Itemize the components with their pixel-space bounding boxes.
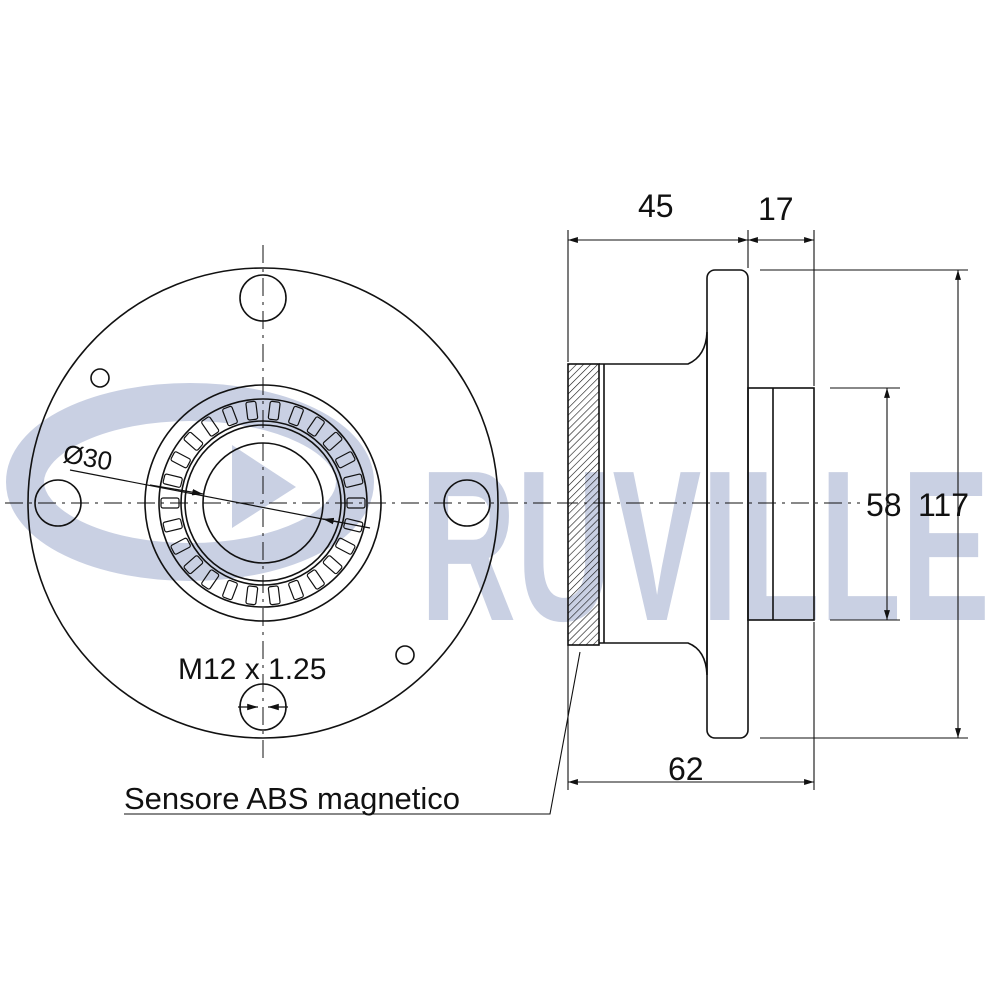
bearing-roller	[170, 451, 191, 469]
bearing-roller	[288, 405, 304, 427]
dim-label-117: 117	[918, 487, 969, 523]
dim-label-17: 17	[758, 191, 794, 227]
brand-logo-arrow-icon	[232, 445, 296, 528]
small-hole-upper	[90, 368, 110, 388]
brand-watermark: RUVILLE	[6, 383, 990, 666]
bearing-roller	[245, 400, 259, 421]
bearing-roller	[306, 569, 325, 590]
hub-spigot	[747, 387, 815, 621]
bearing-seal-ring	[184, 424, 342, 582]
bearing-rollers	[160, 400, 366, 606]
bearing-roller	[267, 585, 281, 606]
bearing-roller	[335, 451, 356, 469]
dim-label-58: 58	[866, 487, 902, 523]
flange-outline	[27, 267, 499, 739]
bearing-roller	[160, 497, 180, 509]
dim-label-45: 45	[638, 188, 674, 224]
bearing-roller	[183, 431, 204, 451]
hub-side-view	[560, 269, 860, 739]
bearing-roller	[335, 537, 356, 555]
bearing-roller	[267, 400, 281, 421]
bearing-roller	[322, 431, 343, 451]
bearing-race-outer	[158, 398, 368, 608]
bearing-roller	[306, 416, 325, 437]
hub-front-view	[5, 245, 560, 760]
bearing-roller	[170, 537, 191, 555]
bearing-roller	[222, 579, 238, 601]
bore-diameter-dimension	[69, 469, 371, 529]
small-hole-lower	[395, 645, 415, 665]
bearing-roller	[201, 569, 220, 590]
bearing-roller	[222, 405, 238, 427]
bolt-hole-top	[239, 274, 287, 322]
bearing-roller	[162, 518, 183, 533]
bolt-hole-right	[443, 479, 491, 527]
sensor-leader	[124, 651, 581, 815]
bearing-roller	[201, 416, 220, 437]
bearing-roller	[322, 555, 343, 575]
bore-label: Ø30	[61, 438, 115, 476]
thread-label: M12 x 1.25	[178, 653, 326, 686]
bearing-race-inner	[180, 420, 346, 586]
bolt-hole-left	[34, 479, 82, 527]
bearing-roller	[343, 473, 364, 488]
bore-arrow-right	[322, 517, 371, 529]
brand-logo-icon	[6, 383, 374, 581]
sensor-leader-line	[124, 651, 581, 815]
bearing-roller	[346, 497, 366, 509]
bearing-roller	[162, 473, 183, 488]
side-view-dimensions	[567, 230, 968, 790]
sensor-label: Sensore ABS magnetico	[124, 781, 460, 816]
bearing-outer-ring	[144, 384, 382, 622]
dim-label-62: 62	[668, 751, 704, 787]
brand-name: RUVILLE	[420, 425, 990, 666]
abs-sensor-ring	[567, 363, 600, 646]
bearing-roller	[183, 555, 204, 575]
bore-leader-line	[69, 469, 339, 523]
bearing-roller	[288, 579, 304, 601]
bearing-roller	[245, 585, 259, 606]
bore-arrow-left	[149, 484, 204, 496]
bore-circle	[202, 442, 324, 564]
